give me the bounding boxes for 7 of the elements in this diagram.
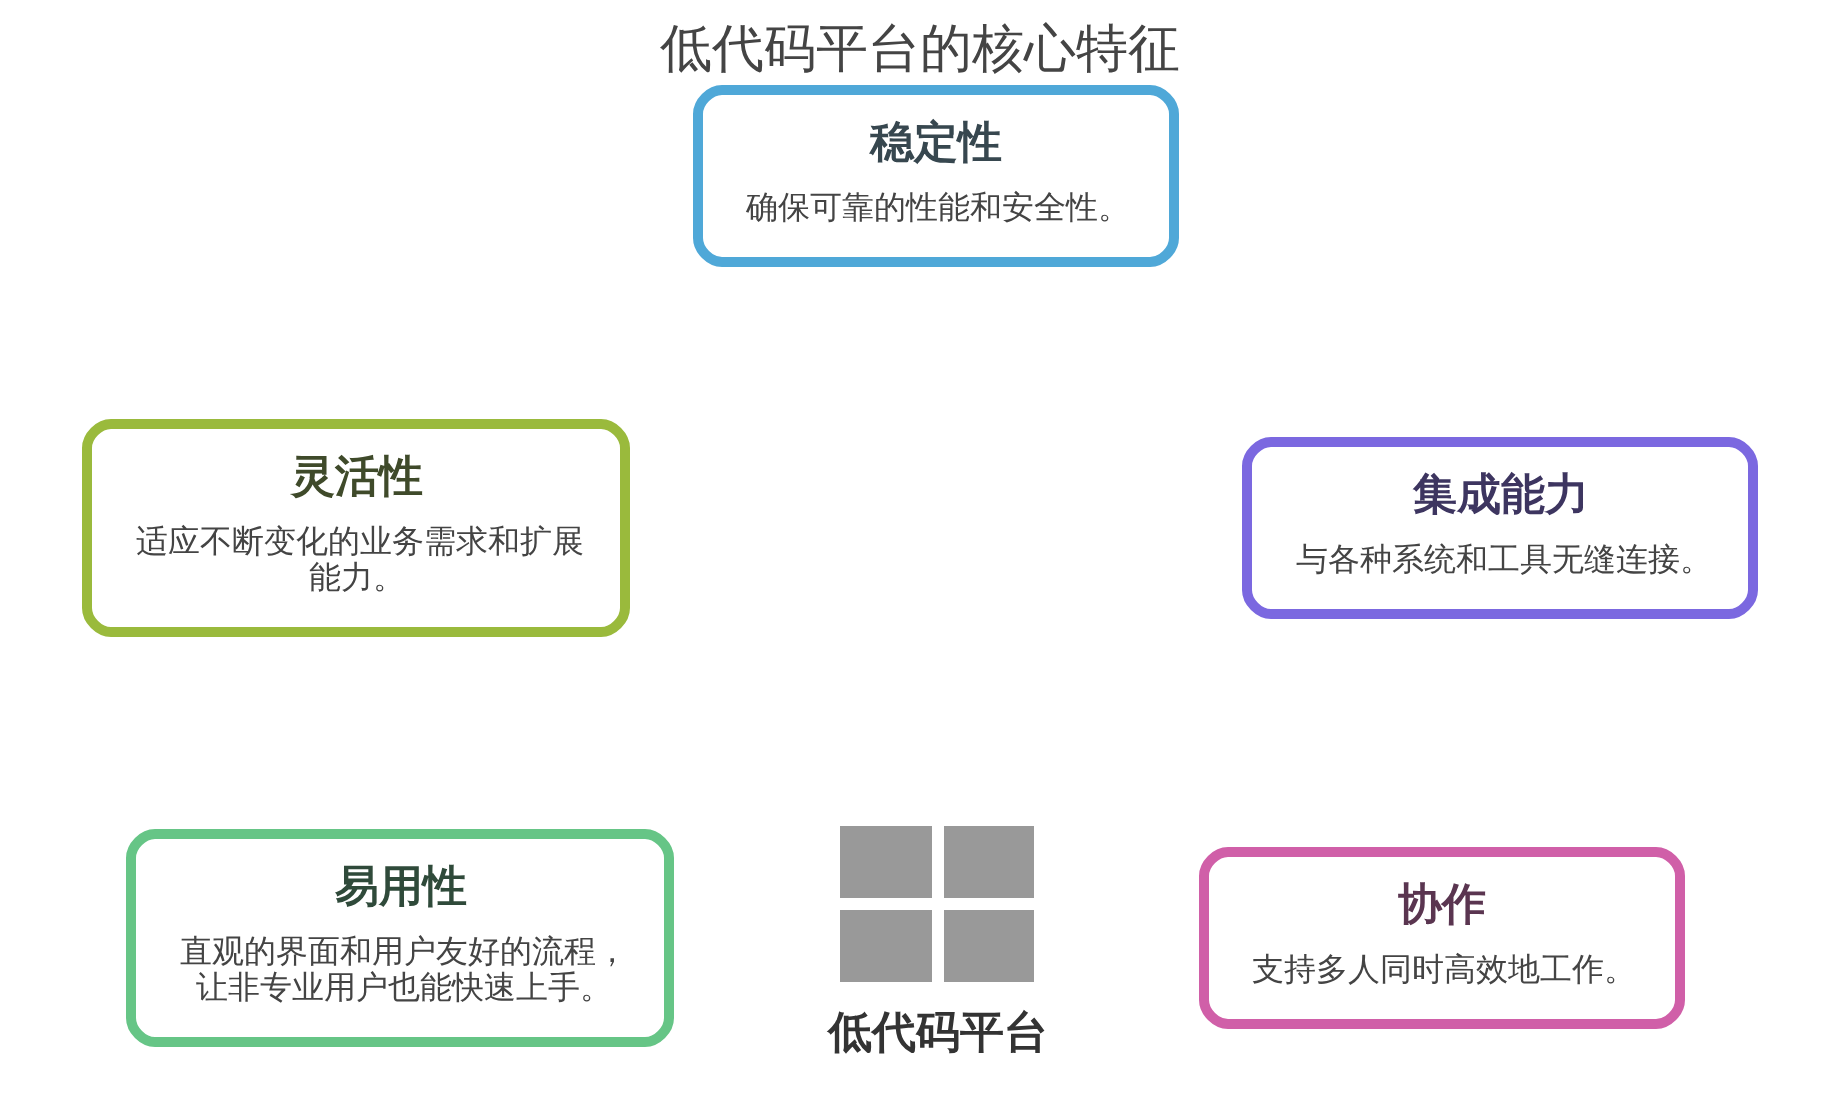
node-box: 灵活性 适应不断变化的业务需求和扩展能力。 bbox=[82, 419, 630, 637]
node-box: 稳定性 确保可靠的性能和安全性。 bbox=[693, 85, 1179, 267]
node-box: 集成能力 与各种系统和工具无缝连接。 bbox=[1242, 437, 1758, 619]
node-label: 低代码平台 bbox=[828, 1006, 1048, 1058]
diagram-title: 低代码平台的核心特征 bbox=[660, 17, 1180, 78]
node-box: 协作 支持多人同时高效地工作。 bbox=[1199, 847, 1685, 1029]
node-box: 易用性 直观的界面和用户友好的流程，让非专业用户也能快速上手。 bbox=[126, 829, 674, 1047]
